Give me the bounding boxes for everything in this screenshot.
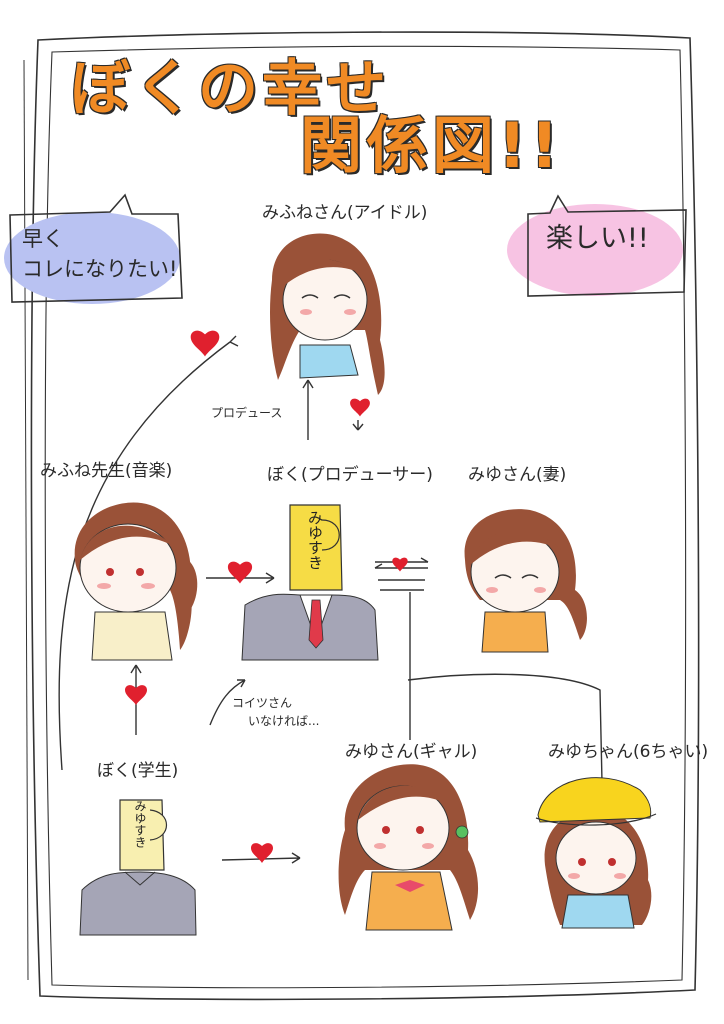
heart-icon xyxy=(350,398,370,417)
bubble-left-line-1: 早く xyxy=(22,227,64,251)
character-boku-student xyxy=(79,799,197,936)
label-boku-producer: ぼく(プロデューサー) xyxy=(267,465,433,485)
heart-icon xyxy=(125,685,147,705)
note-koitsu-line-2: いなければ... xyxy=(248,714,320,728)
speech-bubble-right-text: 楽しい!! xyxy=(546,223,649,254)
bubble-left-line-2: コレになりたい! xyxy=(22,257,178,281)
character-miyu-gal xyxy=(338,764,479,931)
note-produce: プロデュース xyxy=(211,406,283,420)
title-line-2: 関係図!! xyxy=(300,109,563,182)
head-text-student: みゆすき xyxy=(133,800,147,848)
label-boku-student: ぼく(学生) xyxy=(97,761,179,781)
note-koitsu-line-1: コイツさん xyxy=(232,696,293,710)
character-mifune-teacher xyxy=(74,502,198,661)
character-miyu-wife xyxy=(464,509,587,653)
character-miyu-chan xyxy=(535,777,657,929)
frame-border xyxy=(23,31,700,1001)
speech-bubble-right xyxy=(507,194,687,297)
heart-icon xyxy=(251,843,273,863)
character-mifune-idol xyxy=(270,233,385,395)
label-mifune-idol: みふねさん(アイドル) xyxy=(262,203,428,223)
title-line-1: ぼくの幸せ xyxy=(70,54,390,124)
speech-bubble-left xyxy=(4,193,183,304)
label-miyu-chan: みゆちゃん(6ちゃい) xyxy=(548,742,709,762)
label-miyu-wife: みゆさん(妻) xyxy=(468,465,567,485)
speech-bubble-left-text: 早く コレになりたい! xyxy=(22,224,177,284)
heart-icon xyxy=(392,557,408,572)
label-mifune-teacher: みふね先生(音楽) xyxy=(40,461,173,481)
character-boku-producer xyxy=(241,504,379,661)
label-miyu-gal: みゆさん(ギャル) xyxy=(345,742,478,762)
heart-icon xyxy=(227,561,253,584)
head-text-producer: みゆすき xyxy=(306,510,324,570)
